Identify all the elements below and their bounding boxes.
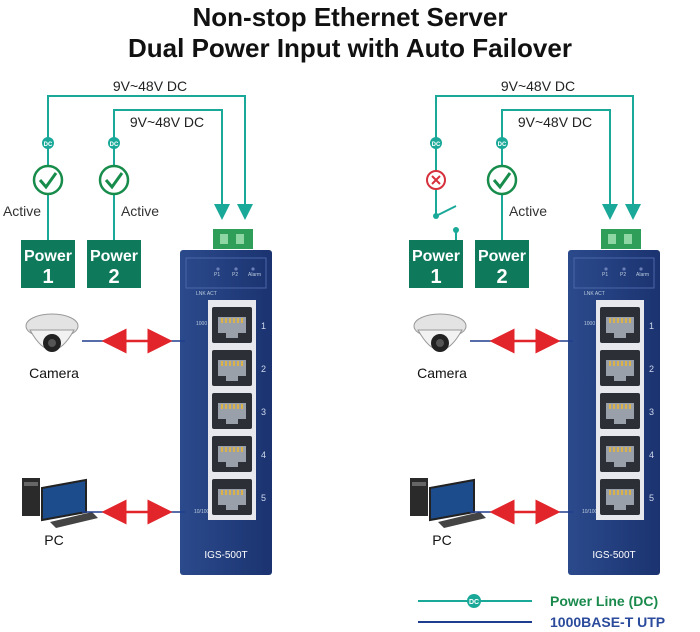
rj45-port-5 <box>212 479 252 515</box>
legend: DC Power Line (DC) 1000BASE-T UTP <box>418 593 665 630</box>
pc-icon <box>410 478 486 528</box>
svg-text:5: 5 <box>261 493 266 503</box>
legend-utp-label: 1000BASE-T UTP <box>550 614 665 630</box>
right-pc-label: PC <box>432 532 451 548</box>
left-power-1-box: Power 1 <box>21 240 75 288</box>
svg-text:DC: DC <box>469 599 479 606</box>
svg-text:LNK ACT: LNK ACT <box>196 291 217 297</box>
rj45-port-4 <box>212 436 252 472</box>
rj45-port-1 <box>600 307 640 343</box>
legend-dc-badge: DC <box>467 594 481 608</box>
svg-text:Power: Power <box>90 248 138 265</box>
right-open-switch <box>435 205 457 217</box>
right-status-2: Active <box>509 203 547 219</box>
title-line-1: Non-stop Ethernet Server <box>192 2 508 32</box>
svg-text:2: 2 <box>496 266 507 288</box>
right-camera-label: Camera <box>417 365 467 381</box>
svg-text:P1: P1 <box>214 272 220 278</box>
left-terminal-block <box>213 229 253 249</box>
svg-text:LNK ACT: LNK ACT <box>584 291 605 297</box>
right-power-2-box: Power 2 <box>475 240 529 288</box>
svg-text:1: 1 <box>430 266 441 288</box>
svg-text:P1: P1 <box>602 272 608 278</box>
svg-text:1: 1 <box>649 321 654 331</box>
fail-icon <box>426 170 446 190</box>
check-icon <box>32 164 64 196</box>
svg-text:DC: DC <box>110 142 119 148</box>
svg-text:DC: DC <box>498 142 507 148</box>
rj45-port-1 <box>212 307 252 343</box>
rj45-port-5 <box>600 479 640 515</box>
rj45-port-2 <box>212 350 252 386</box>
right-dc-badge-1: DC <box>430 137 442 149</box>
legend-power-line-label: Power Line (DC) <box>550 593 658 609</box>
svg-text:1000: 1000 <box>584 321 595 327</box>
left-pc-label: PC <box>44 532 63 548</box>
svg-text:DC: DC <box>44 142 53 148</box>
right-dc-label-inner: 9V~48V DC <box>518 114 592 130</box>
svg-text:IGS-500T: IGS-500T <box>592 550 635 561</box>
svg-text:Power: Power <box>478 248 526 265</box>
left-status-2: Active <box>121 203 159 219</box>
left-dc-label-inner: 9V~48V DC <box>130 114 204 130</box>
svg-text:Power: Power <box>412 248 460 265</box>
rj45-port-3 <box>212 393 252 429</box>
left-power-2-box: Power 2 <box>87 240 141 288</box>
svg-text:1: 1 <box>42 266 53 288</box>
svg-text:10/100: 10/100 <box>194 509 210 515</box>
right-dc-label-outer: 9V~48V DC <box>501 78 575 94</box>
rj45-port-3 <box>600 393 640 429</box>
right-power-1-box: Power 1 <box>409 240 463 288</box>
right-terminal-block <box>601 229 641 249</box>
svg-text:2: 2 <box>108 266 119 288</box>
left-panel: 9V~48V DC 9V~48V DC DC DC Active Active … <box>3 78 272 575</box>
svg-text:1: 1 <box>261 321 266 331</box>
left-dc-badge-2: DC <box>108 137 120 149</box>
svg-text:3: 3 <box>649 407 654 417</box>
svg-text:Power: Power <box>24 248 72 265</box>
left-status-1: Active <box>3 203 41 219</box>
right-dc-line-outer <box>435 95 641 220</box>
svg-text:DC: DC <box>432 142 441 148</box>
rj45-port-2 <box>600 350 640 386</box>
svg-text:5: 5 <box>649 493 654 503</box>
camera-icon <box>413 313 467 352</box>
left-camera-label: Camera <box>29 365 79 381</box>
right-panel: 9V~48V DC 9V~48V DC DC DC Active Power 1… <box>409 78 660 575</box>
check-icon <box>486 164 518 196</box>
right-dc-badge-2: DC <box>496 137 508 149</box>
title-line-2: Dual Power Input with Auto Failover <box>128 33 572 63</box>
svg-text:Alarm: Alarm <box>636 272 649 278</box>
svg-text:1000: 1000 <box>196 321 207 327</box>
camera-icon <box>25 313 79 352</box>
svg-text:P2: P2 <box>232 272 238 278</box>
svg-text:4: 4 <box>649 450 654 460</box>
svg-text:IGS-500T: IGS-500T <box>204 550 247 561</box>
svg-text:10/100: 10/100 <box>582 509 598 515</box>
svg-text:P2: P2 <box>620 272 626 278</box>
left-dc-badge-1: DC <box>42 137 54 149</box>
left-dc-label-outer: 9V~48V DC <box>113 78 187 94</box>
svg-text:3: 3 <box>261 407 266 417</box>
check-icon <box>98 164 130 196</box>
svg-text:Alarm: Alarm <box>248 272 261 278</box>
svg-text:2: 2 <box>649 364 654 374</box>
svg-text:4: 4 <box>261 450 266 460</box>
pc-icon <box>22 478 98 528</box>
rj45-port-4 <box>600 436 640 472</box>
svg-text:2: 2 <box>261 364 266 374</box>
